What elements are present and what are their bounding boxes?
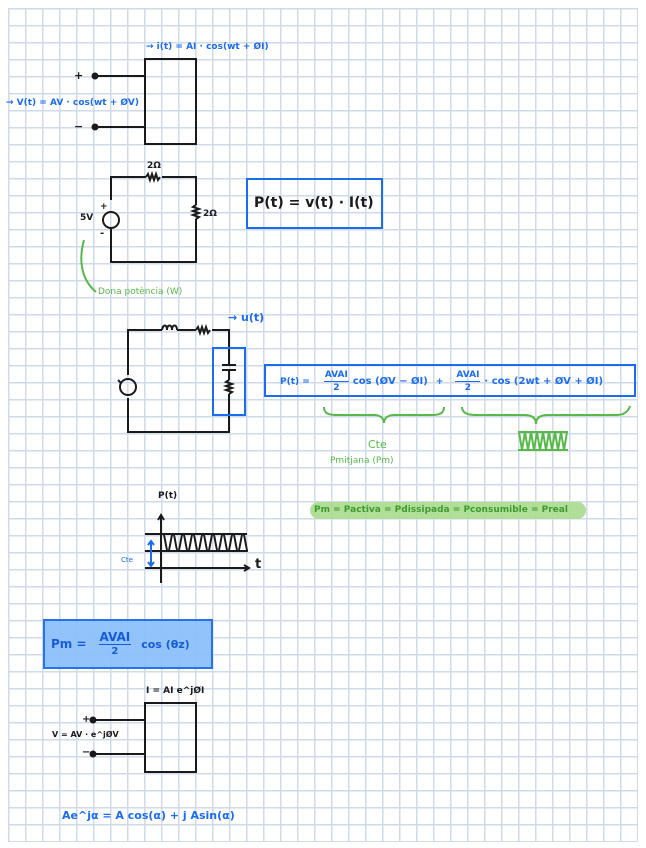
- source-minus: -: [100, 228, 105, 239]
- resistor-right-label: 2Ω: [203, 209, 217, 219]
- equivalence-highlight: [310, 502, 586, 519]
- term1-numerator: AVAI: [323, 370, 349, 382]
- power-formula: P(t) = v(t) · I(t): [254, 195, 374, 211]
- source-value: 5V: [80, 213, 94, 223]
- terminal-dot-bottom: [91, 123, 99, 131]
- circuit-1-box: [144, 58, 197, 145]
- formula-lhs: P(t) =: [280, 376, 310, 387]
- voltage-label: → V(t) = AV · cos(wt + ØV): [6, 98, 139, 108]
- oscillation-sketch: [518, 431, 568, 451]
- power-formula-box: P(t) = v(t) · I(t): [246, 178, 383, 229]
- pm-lhs: Pm =: [51, 637, 87, 651]
- pm-numerator: AVAI: [98, 630, 132, 645]
- power-graph: [145, 513, 251, 583]
- phasor-minus: −: [82, 747, 91, 758]
- current-label: → i(t) = AI · cos(wt + ØI): [146, 42, 269, 52]
- circuit-4: [89, 702, 197, 773]
- circuit-3: [117, 323, 236, 433]
- cte-arrow: [147, 539, 155, 568]
- circuit-4-box: [144, 702, 197, 773]
- pm-formula: Pm = AVAI 2 cos (θz): [51, 629, 190, 659]
- euler-formula: Ae^jα = A cos(α) + j Asin(α): [62, 809, 235, 822]
- instant-power-formula: P(t) = AVAI 2 cos (ØV − ØI) + AVAI 2 · c…: [280, 370, 603, 394]
- brace-constant: [323, 406, 445, 424]
- term2-denominator: 2: [464, 383, 472, 393]
- circuit-2: [102, 170, 203, 263]
- load-highlight-box: [212, 347, 246, 416]
- equivalence-text: Pm = Pactiva = Pdissipada = Pconsumible …: [314, 505, 568, 515]
- graph-cte-label: Cte: [121, 556, 133, 564]
- term2-cos: · cos (2wt + ØV + ØI): [484, 376, 604, 387]
- phasor-current-label: I = AI e^jØI: [146, 686, 205, 696]
- note-arrow: [80, 239, 97, 293]
- graph-x-label: t: [255, 557, 262, 572]
- resistor-series: [195, 323, 211, 337]
- pm-denominator: 2: [111, 646, 119, 657]
- x-axis-arrow: [243, 564, 251, 572]
- y-axis-arrow: [157, 513, 165, 521]
- plus-sign: +: [74, 69, 84, 82]
- brace-oscillating: [461, 405, 631, 425]
- instant-power-box: P(t) = AVAI 2 cos (ØV − ØI) + AVAI 2 · c…: [264, 364, 636, 397]
- ut-label: → u(t): [228, 311, 265, 324]
- term1-cos: cos (ØV − ØI): [352, 376, 428, 387]
- source-plus: +: [100, 202, 108, 212]
- inductor: [161, 324, 178, 331]
- ac-source: [119, 378, 137, 396]
- circuit-1: [91, 58, 197, 145]
- pmitjana-label: Pmitjana (Pm): [330, 456, 394, 466]
- resistor-right: [189, 204, 203, 220]
- pm-cos: cos (θz): [141, 637, 190, 651]
- term2-numerator: AVAI: [455, 370, 481, 382]
- voltage-source: [102, 211, 120, 229]
- pm-formula-box: Pm = AVAI 2 cos (θz): [43, 619, 213, 669]
- resistor-load: [222, 379, 236, 395]
- phasor-voltage-label: V = AV · e^jØV: [52, 730, 119, 739]
- power-wave: [162, 532, 249, 553]
- cte-label: Cte: [368, 438, 387, 451]
- minus-sign: −: [74, 120, 84, 133]
- phasor-plus: +: [82, 714, 91, 725]
- terminal-dot-top: [91, 72, 99, 80]
- graph-y-label: P(t): [158, 491, 178, 501]
- grid-paper: [8, 8, 638, 842]
- term-plus: +: [435, 376, 444, 387]
- power-note: Dona potència (W): [98, 287, 183, 297]
- resistor-top: [145, 170, 161, 184]
- term1-denominator: 2: [333, 383, 340, 393]
- resistor-top-label: 2Ω: [147, 161, 161, 171]
